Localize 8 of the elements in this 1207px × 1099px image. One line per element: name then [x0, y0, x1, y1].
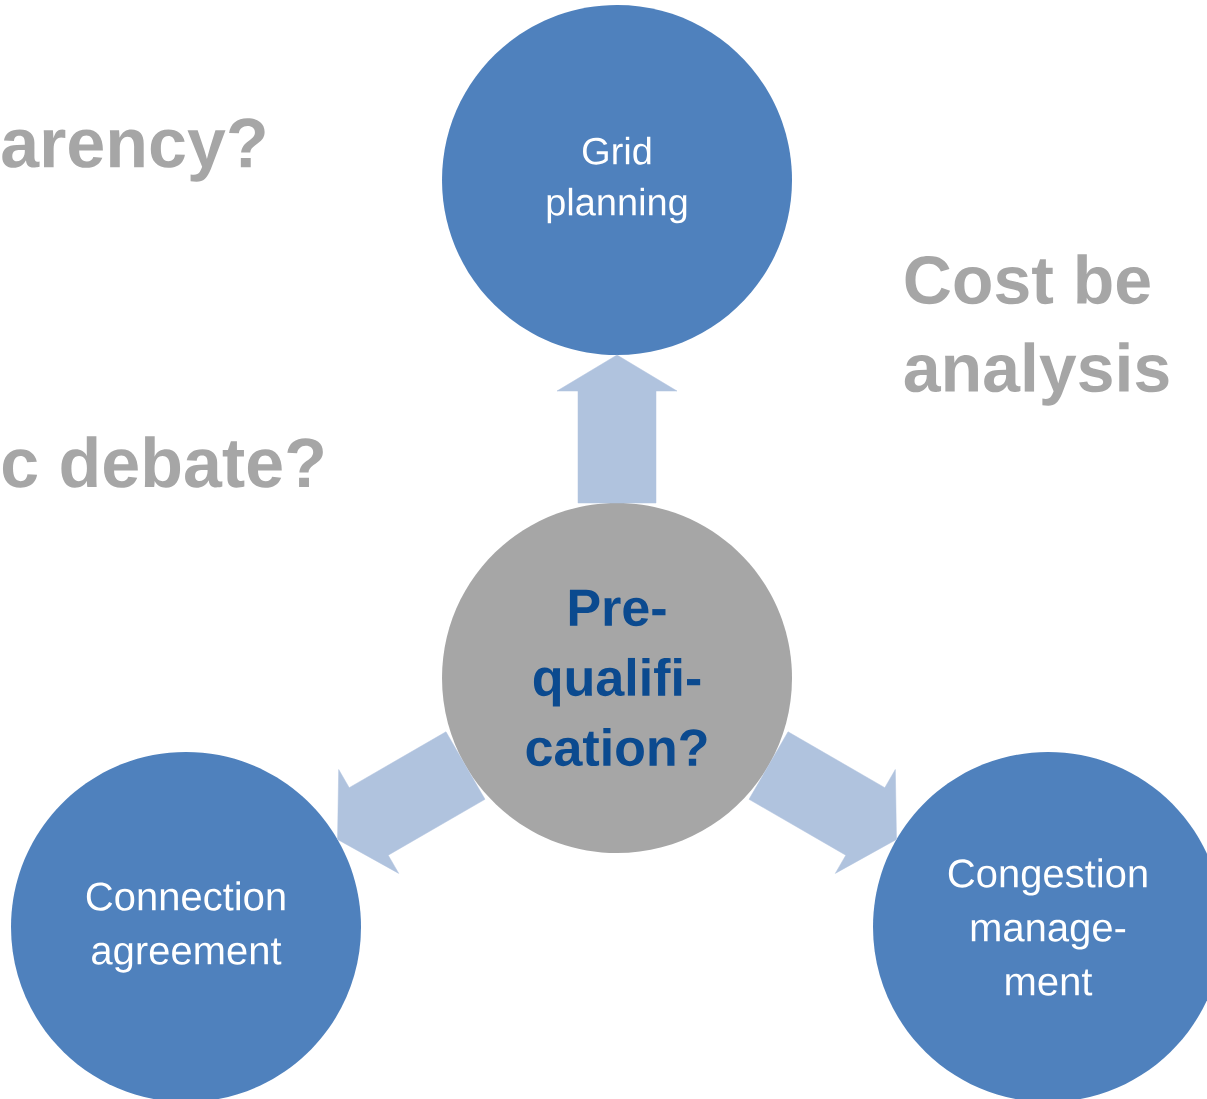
- circle-node: Pre- qualifi- cation?: [442, 503, 792, 853]
- block-arrow: [748, 731, 897, 874]
- question-text: c debate?: [2, 436, 323, 488]
- question-text: arency?: [2, 118, 265, 182]
- question-text: Cost be analysis: [904, 254, 1169, 406]
- circle-node: Grid planning: [442, 5, 792, 355]
- block-arrow: [337, 731, 486, 874]
- block-arrow: [556, 354, 678, 504]
